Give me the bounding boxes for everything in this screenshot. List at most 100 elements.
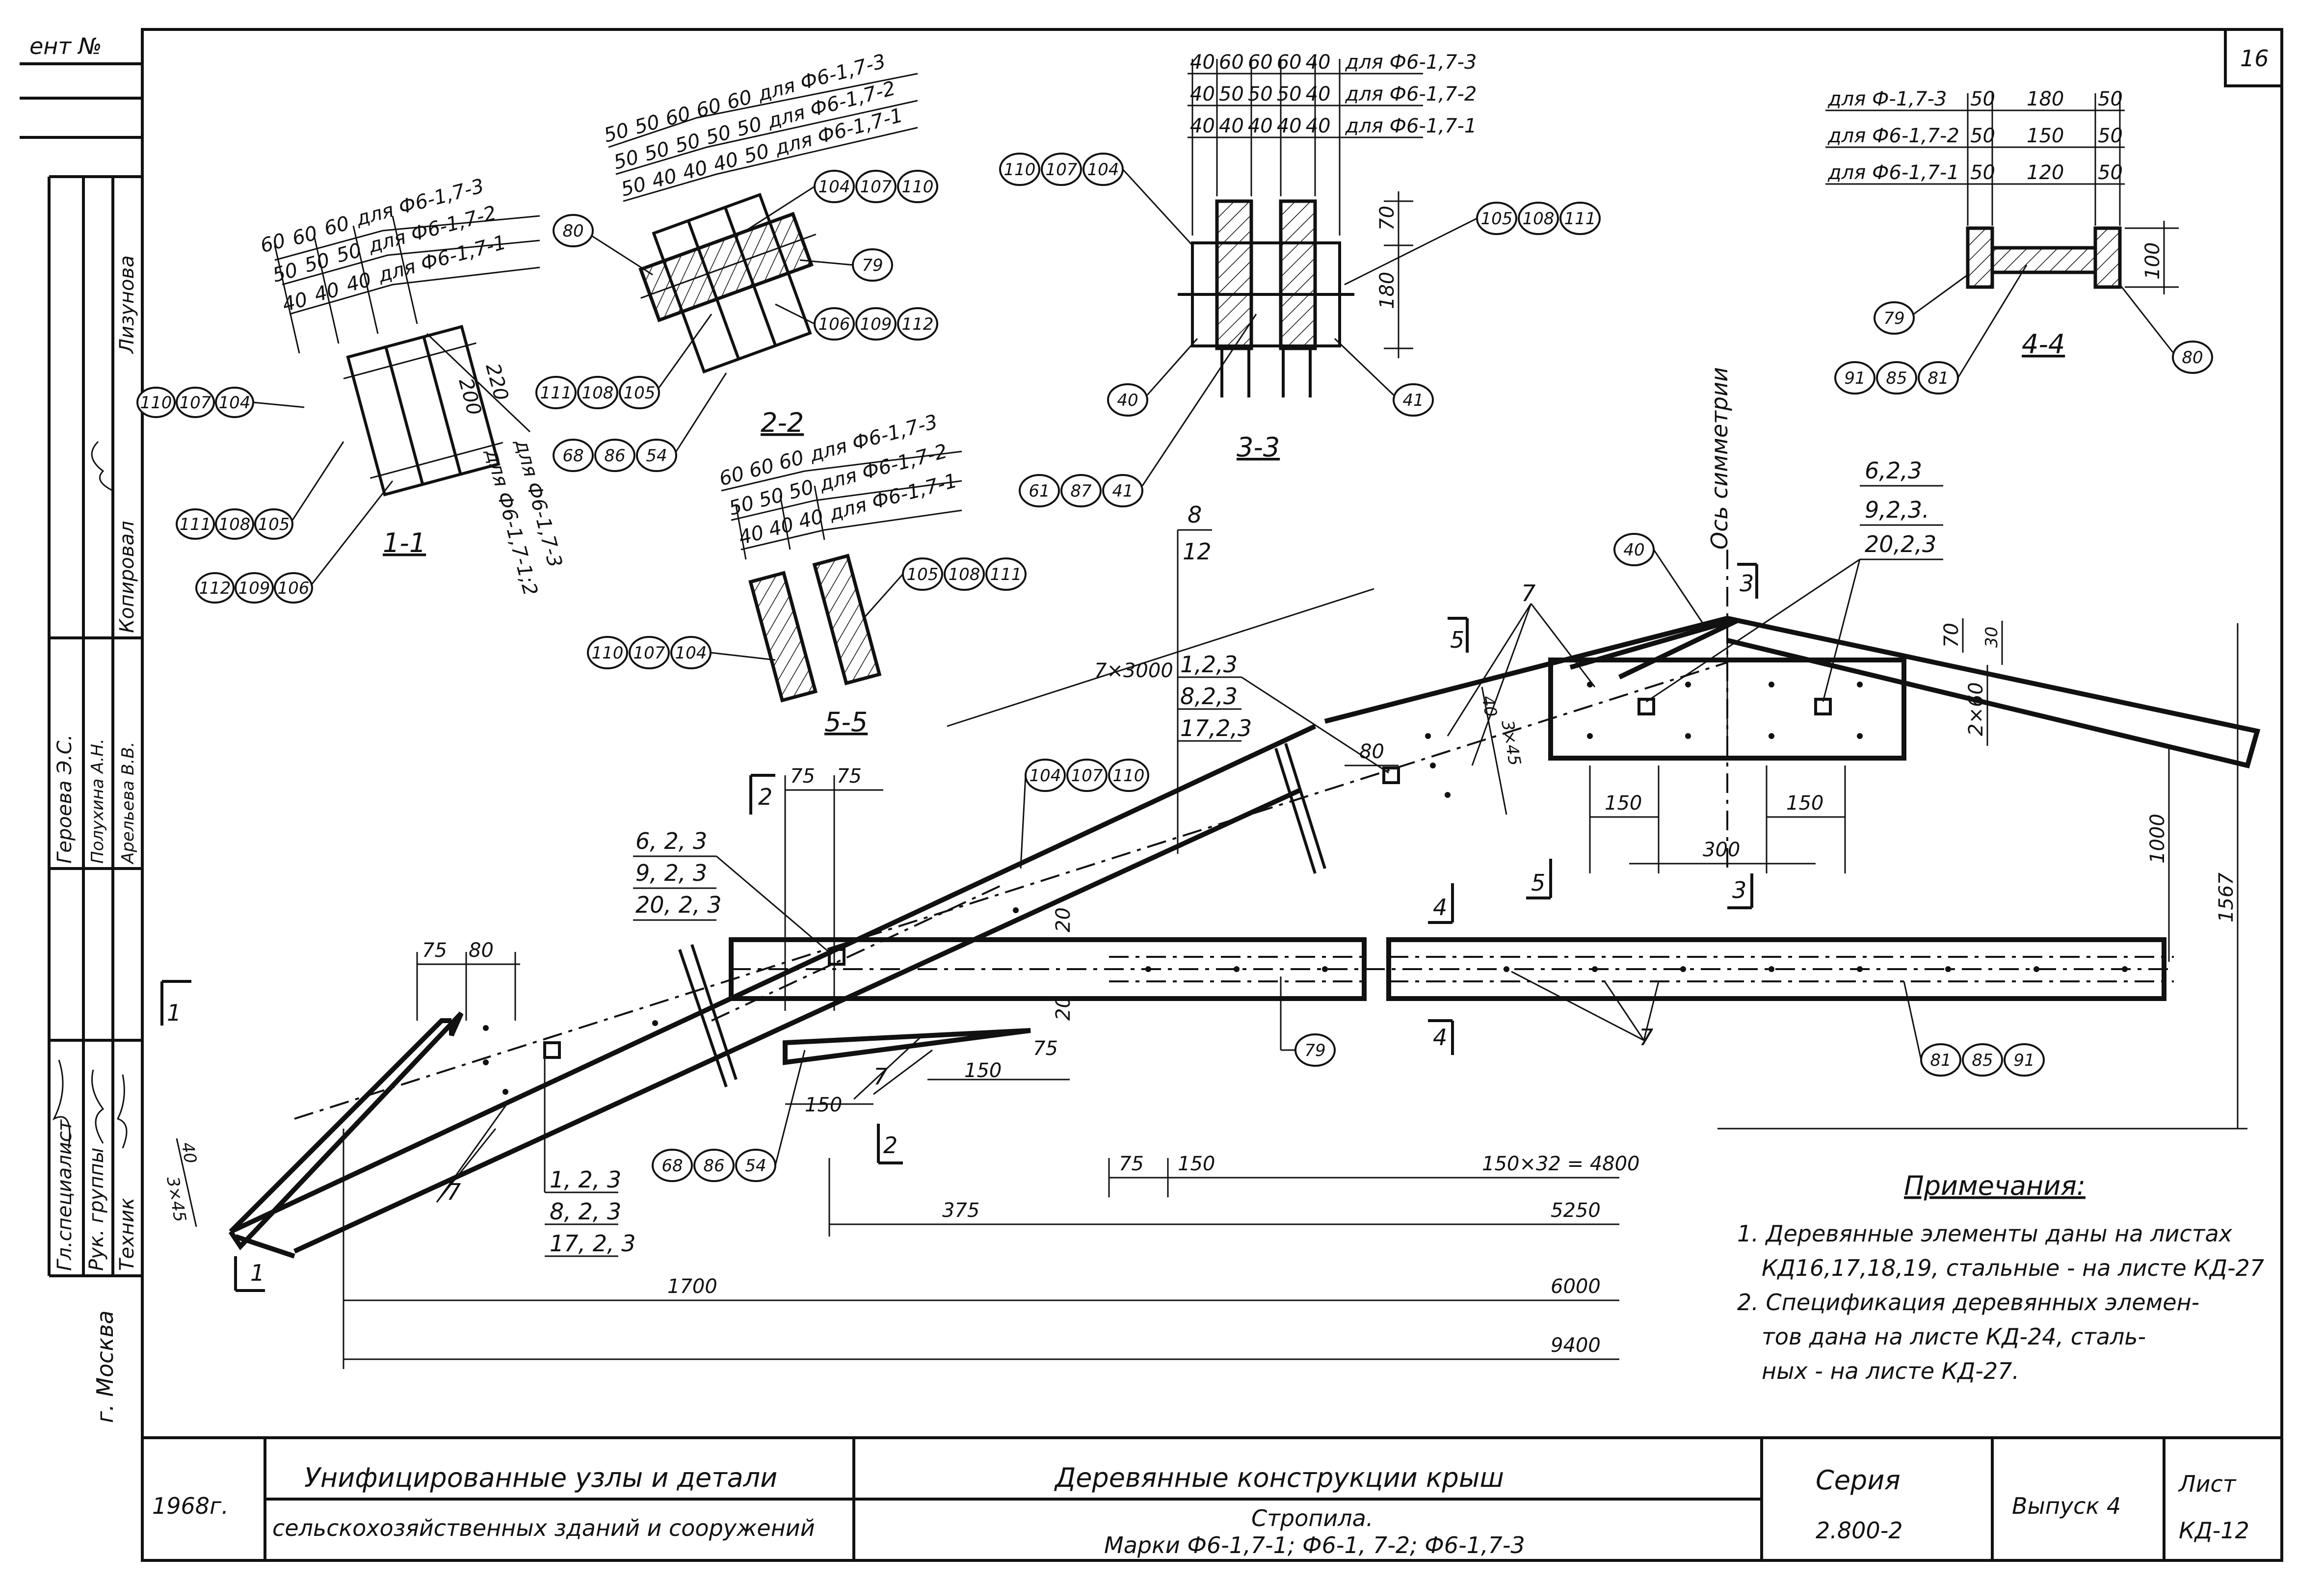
- s55-b1-a: 110: [592, 643, 624, 663]
- note-line-5: ных - на листе КД-27.: [1762, 1358, 2019, 1384]
- s22-b4-a: 106: [819, 315, 850, 334]
- sheet-number: 16: [2240, 45, 2269, 72]
- section-5-5: [721, 450, 962, 703]
- s33-b1-b: 107: [1046, 160, 1078, 180]
- s33-b5-a: 61: [1029, 481, 1050, 501]
- tb-project-1: Унифицированные узлы и детали: [304, 1462, 777, 1493]
- s33-b2-a: 105: [1481, 209, 1513, 229]
- dim-80a: 80: [469, 939, 494, 962]
- nail-markers: [483, 682, 2128, 1095]
- elev-b4-c: 91: [2013, 1051, 2034, 1070]
- s11-dim-7: 40: [280, 288, 310, 316]
- s11-b3-c: 106: [278, 579, 310, 598]
- s22-b-79: 79: [862, 256, 883, 275]
- leader-a-2: 9, 2, 3: [635, 860, 707, 886]
- dim-150b: 150: [964, 1059, 1002, 1082]
- cut-mark-1b: 1: [250, 1260, 264, 1286]
- cut-mark-3a: 3: [1740, 570, 1754, 597]
- s11-b3-b: 109: [238, 579, 270, 598]
- dim-7x3000: 7×3000: [1094, 659, 1173, 682]
- leader-block-b: [544, 1055, 618, 1257]
- dim-150x32: 150×32 = 4800: [1482, 1153, 1640, 1175]
- nail-labels: [436, 603, 1660, 1203]
- s11-dim-8: 40: [312, 278, 342, 307]
- cut-mark-2a: 2: [758, 784, 772, 810]
- s44-title: 4-4: [2022, 329, 2065, 360]
- dim-300: 300: [1703, 839, 1740, 861]
- axis-symmetry-label: Ось симметрии: [1706, 367, 1733, 550]
- s33-b2-c: 111: [1564, 209, 1596, 229]
- s55-b1-c: 104: [675, 643, 707, 663]
- tb-series-value: 2.800-2: [1816, 1517, 1903, 1544]
- corner-label: ент №: [29, 33, 102, 59]
- s11-b2-a: 111: [180, 515, 211, 534]
- dim-1700: 1700: [667, 1275, 717, 1298]
- tb-issue: Выпуск 4: [2012, 1493, 2121, 1519]
- dim-150a: 150: [805, 1094, 842, 1116]
- s44-b3-a: 91: [1844, 369, 1865, 388]
- tb-sheet-label: Лист: [2178, 1471, 2237, 1497]
- s44-b3-b: 85: [1886, 369, 1907, 388]
- elev-b5-b: 86: [703, 1156, 724, 1176]
- s22-b4-b: 109: [860, 315, 892, 334]
- leader-d-2: 9,2,3.: [1865, 497, 1929, 523]
- elev-b1-c: 110: [1113, 766, 1145, 786]
- cut-mark-5a: 5: [1531, 870, 1545, 896]
- dim-70: 70: [1940, 623, 1963, 648]
- s44-side-100: 100: [2141, 242, 2164, 280]
- s22-b2-a: 104: [819, 177, 850, 197]
- leader-c-3: 17,2,3: [1180, 715, 1252, 741]
- elevation-bubbles: [652, 533, 2045, 1182]
- role-chief: Гл.специалист: [53, 1119, 76, 1271]
- s55-b2-b: 108: [949, 565, 980, 584]
- s11-bubble-group-2: 111 108 105: [176, 441, 344, 540]
- elev-b1-b: 107: [1071, 766, 1103, 786]
- s33-b1-c: 104: [1087, 160, 1119, 180]
- s22-bubbles: 80 104 107 110 79 106 109 112 111 108 10…: [535, 170, 938, 472]
- elev-b-79: 79: [1304, 1041, 1325, 1060]
- sheet-frame: [141, 28, 2283, 1562]
- s33-bubbles: 110 107 104 105 108 111 40 41 61 87 41: [999, 153, 1601, 507]
- note-line-1: 1. Деревянные элементы даны на листах: [1737, 1220, 2233, 1247]
- section-1-1: [274, 215, 540, 497]
- dim-20a: 20: [1052, 907, 1075, 932]
- notes-title: Примечания:: [1904, 1170, 2086, 1201]
- name-group-lead: Полухина А.Н.: [88, 738, 107, 864]
- section-2-2: [608, 73, 918, 374]
- dim-3x45a: 3×45: [1497, 719, 1525, 767]
- s33-title: 3-3: [1237, 432, 1280, 463]
- dim-75d: 75: [1033, 1037, 1058, 1060]
- nail-label-3: 7: [1639, 1024, 1653, 1051]
- elev-b4-a: 81: [1930, 1051, 1951, 1070]
- s22-b4-c: 112: [902, 315, 934, 334]
- s55-b2-a: 105: [907, 565, 939, 584]
- section-3-3: [1178, 59, 1423, 397]
- dim-1567: 1567: [2215, 872, 2238, 923]
- role-group-lead: Рук. группы: [85, 1148, 108, 1271]
- title-block: [264, 1438, 2166, 1560]
- s22-b2-c: 110: [902, 177, 934, 197]
- city: г. Москва: [92, 1310, 118, 1423]
- leader-b-3: 17, 2, 3: [550, 1230, 636, 1257]
- cut-marks: [160, 563, 1758, 1292]
- elev-b5-c: 54: [745, 1156, 766, 1176]
- leader-e-2: 12: [1183, 538, 1212, 565]
- s11-dim-1: 60: [258, 229, 288, 258]
- dim-20b: 20: [1052, 996, 1075, 1021]
- dim-75e: 75: [1119, 1153, 1144, 1175]
- leader-d-1: 6,2,3: [1865, 457, 1922, 484]
- s22-b6-c: 54: [646, 446, 667, 466]
- role-copied: Копировал: [116, 521, 138, 633]
- s22-b5-c: 105: [624, 383, 656, 403]
- s44-b3-c: 81: [1928, 369, 1949, 388]
- tb-title-sub1: Стропила.: [1251, 1505, 1373, 1531]
- s11-dim-4: 50: [270, 259, 300, 287]
- s11-bubble-group-1: 110 107 104: [136, 387, 305, 418]
- s44-b-79: 79: [1883, 309, 1904, 328]
- cut-mark-1a: 1: [167, 1000, 181, 1026]
- s33-b-41: 41: [1402, 391, 1424, 410]
